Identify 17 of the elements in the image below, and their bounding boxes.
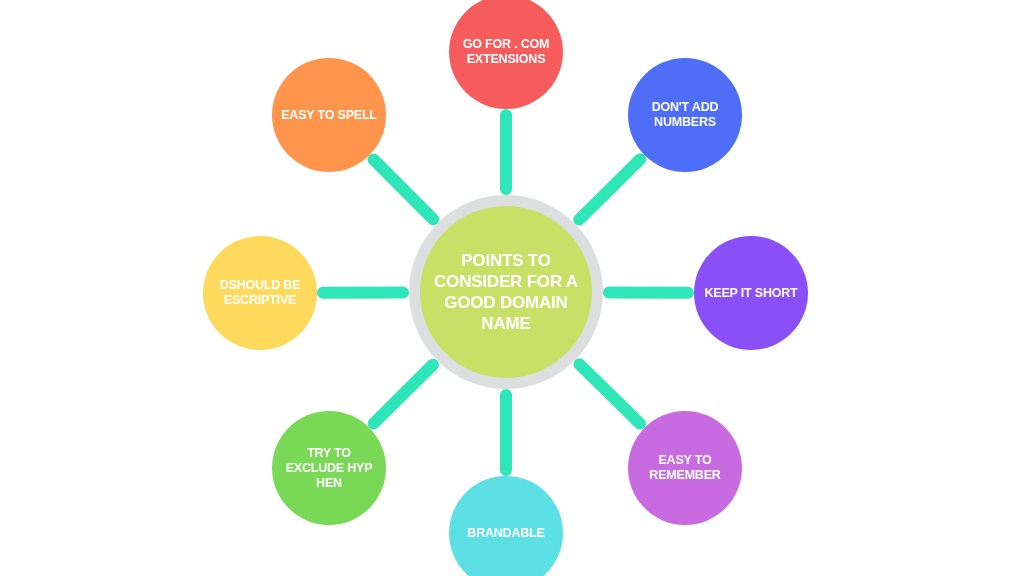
circle-label: BRANDABLE — [467, 525, 545, 541]
spoke-line — [317, 286, 409, 299]
spoke-line — [500, 389, 512, 476]
spoke-line — [500, 109, 512, 195]
circle-label: DSHOULD BE ESCRIPTIVE — [218, 278, 302, 308]
circle-label: EASY TO SPELL — [281, 107, 377, 123]
spoke-line — [573, 153, 647, 226]
circle-label: GO FOR . COM EXTENSIONS — [461, 37, 551, 67]
circle-label: EASY TO REMEMBER — [648, 453, 722, 483]
central-title: POINTS TO CONSIDER FOR A GOOD DOMAIN NAME — [433, 249, 579, 335]
spoke-line — [573, 358, 647, 430]
spoke-line — [603, 286, 694, 299]
spoke-line — [367, 358, 439, 430]
circle-label: KEEP IT SHORT — [704, 285, 798, 301]
circle-label: TRY TO EXCLUDE HYP HEN — [284, 445, 374, 491]
spoke-line — [367, 153, 440, 226]
circle-label: DON'T ADD NUMBERS — [650, 100, 720, 130]
